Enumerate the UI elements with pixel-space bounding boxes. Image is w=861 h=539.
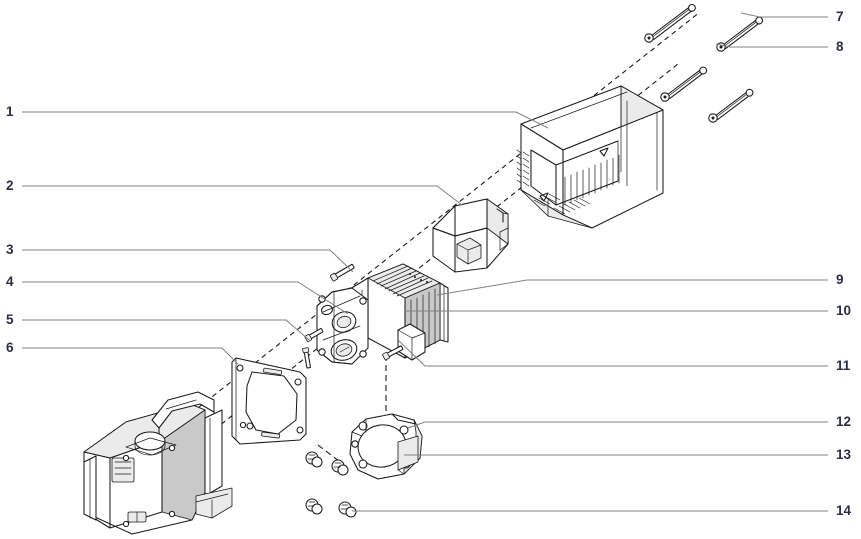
tie-washer-1-hole — [647, 36, 651, 40]
stator-top-dots — [409, 273, 428, 283]
fixing-screw-upper — [329, 263, 355, 282]
leader-line-12 — [407, 421, 828, 429]
fixing-screw-mid — [304, 327, 324, 342]
callout-number-10: 10 — [836, 303, 852, 318]
part-mounting-gasket-plate — [231, 357, 307, 445]
part-main-gearbox-housing — [83, 391, 233, 535]
callout-number-6: 6 — [6, 340, 14, 355]
assembly-axis-upper — [169, 11, 701, 431]
hex-bolt-d — [338, 501, 357, 518]
leader-line-1 — [22, 111, 549, 129]
part-motor-fixing-screws — [302, 263, 404, 369]
callout-number-2: 2 — [6, 178, 14, 193]
hex-bolt-b — [331, 459, 349, 476]
callout-number-11: 11 — [836, 358, 851, 373]
callout-number-9: 9 — [836, 272, 844, 287]
leader-line-5 — [22, 319, 310, 341]
callout-leader-lines — [22, 12, 828, 512]
callout-number-3: 3 — [6, 242, 14, 257]
vent-louvers-left — [516, 149, 530, 187]
tie-washer-4-hole — [711, 116, 715, 120]
callout-number-1: 1 — [6, 104, 14, 119]
part-fan-cover-shroud — [516, 85, 664, 229]
callout-number-14: 14 — [836, 503, 852, 518]
tie-washer-2-hole — [719, 45, 723, 49]
callout-number-5: 5 — [6, 312, 14, 327]
fixing-screw-right — [382, 345, 404, 361]
part-motor-housing — [316, 277, 369, 365]
part-hex-bolts — [305, 451, 357, 518]
callout-number-7: 7 — [836, 9, 844, 24]
callout-number-8: 8 — [836, 39, 844, 54]
tie-washer-3-hole — [663, 95, 667, 99]
leader-line-6 — [22, 347, 239, 365]
leader-line-3 — [22, 249, 354, 273]
callout-number-12: 12 — [836, 414, 852, 429]
hex-bolt-a — [305, 451, 323, 468]
callout-number-4: 4 — [6, 274, 14, 289]
leader-line-11 — [397, 339, 828, 367]
part-adapter-flange-ring — [349, 413, 423, 480]
leader-line-4 — [22, 281, 349, 315]
hex-bolt-c — [305, 498, 323, 515]
leader-line-8 — [715, 43, 828, 48]
callout-number-13: 13 — [836, 447, 852, 462]
fixing-screw-lower — [302, 347, 311, 369]
leader-line-9 — [436, 279, 828, 296]
part-long-tie-screws — [644, 3, 764, 123]
part-fan-cowl-baffle — [432, 198, 509, 273]
vent-louvers-right — [564, 154, 620, 206]
leader-line-7 — [740, 12, 828, 18]
leader-line-2 — [22, 185, 463, 206]
